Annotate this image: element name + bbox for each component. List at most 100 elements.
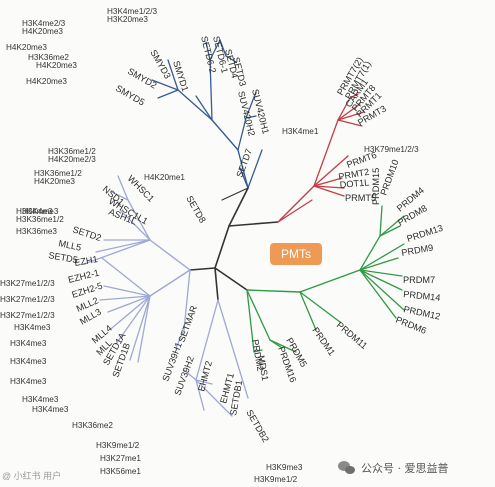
tree-branch — [359, 269, 405, 311]
tree-branch — [359, 269, 403, 277]
trunk-branch — [214, 267, 248, 291]
tree-branch — [137, 295, 151, 363]
tree-branch — [205, 41, 211, 61]
histone-mark-label: H3K36me1/2 — [34, 169, 82, 178]
tree-branch — [111, 191, 129, 201]
histone-mark-label: H3K27me1 — [100, 454, 141, 463]
histone-mark-label: H3K36me1/2 — [48, 147, 96, 156]
histone-mark-label: H3K4me3 — [22, 207, 59, 216]
histone-mark-label: H3K56me1 — [100, 467, 141, 476]
histone-mark-label: H4K20me3 — [22, 27, 63, 36]
histone-mark-label: H3K27me1/2/3 — [0, 279, 55, 288]
tree-branch — [195, 379, 233, 417]
tree-branch — [337, 111, 365, 121]
tree-branch — [313, 185, 345, 197]
wechat-icon — [338, 461, 356, 475]
tree-branch — [221, 187, 249, 201]
tree-branch — [107, 295, 151, 313]
tree-branch — [127, 199, 151, 241]
gene-label: PRDM15 — [371, 168, 381, 205]
tree-branch — [359, 243, 405, 271]
histone-mark-label: H3K4me3 — [10, 357, 47, 366]
tree-branch — [211, 119, 239, 151]
tree-branch — [313, 119, 339, 187]
tree-branch — [246, 289, 255, 353]
tree-branch — [149, 269, 191, 297]
gene-label: PRMT5 — [345, 193, 376, 203]
tree-branch — [195, 379, 213, 385]
tree-branch — [239, 167, 249, 189]
histone-mark-label: H3K9me3 — [266, 463, 303, 472]
tree-branch — [379, 205, 383, 237]
tree-branch — [103, 285, 151, 297]
pmts-center-label: PMTs — [270, 243, 322, 265]
histone-mark-label: H3K9me1/2 — [254, 475, 298, 484]
gene-label: DOT1L — [339, 177, 369, 190]
tree-branch — [111, 295, 151, 329]
trunk-branch — [214, 225, 230, 269]
gene-label: SETD8 — [184, 194, 207, 225]
tree-branch — [245, 91, 257, 119]
gene-label: PRDM9 — [401, 243, 434, 258]
histone-mark-label: H4K20me3 — [34, 177, 75, 186]
tree-branch — [225, 55, 237, 63]
gene-label: SMYD5 — [114, 83, 146, 107]
histone-mark-label: H3K4me3 — [16, 207, 53, 216]
tree-branch — [209, 59, 213, 121]
tree-branch — [246, 289, 271, 341]
tree-branch — [269, 339, 283, 349]
tree-branch — [269, 339, 297, 353]
tree-branch — [175, 329, 185, 349]
tree-branch — [277, 199, 313, 223]
histone-mark-label: H3K4me3 — [10, 339, 47, 348]
tree-branch — [245, 115, 257, 119]
watermark-right-text: 公众号 · 爱思益普 — [361, 462, 449, 475]
tree-branch — [313, 177, 343, 187]
trunk-branch — [214, 267, 219, 301]
histone-mark-label: H3K4me3 — [10, 377, 47, 386]
histone-mark-label: H3K4me2/3 — [22, 19, 66, 28]
trunk-branch — [228, 221, 279, 227]
gene-label: EZH1 — [74, 254, 99, 268]
histone-mark-label: H4K20me3 — [6, 43, 47, 52]
tree-branch — [195, 95, 213, 121]
tree-branch — [359, 269, 397, 319]
histone-mark-label: H3K79me1/2/3 — [364, 145, 419, 154]
tree-branch — [299, 291, 317, 331]
tree-branch — [183, 369, 197, 381]
tree-branch — [237, 149, 249, 189]
gene-label: MDS1 — [256, 355, 270, 382]
tree-branch — [313, 185, 345, 189]
histone-mark-label: H3K4me3 — [14, 323, 51, 332]
watermark-right: 公众号 · 爱思益普 — [338, 460, 449, 476]
tree-branch — [349, 93, 359, 99]
tree-branch — [379, 225, 401, 237]
tree-branch — [217, 299, 249, 399]
histone-mark-label: H3K9me1/2 — [96, 441, 140, 450]
histone-mark-label: H4K20me1 — [144, 173, 185, 182]
gene-label: SMYD2 — [126, 66, 158, 90]
histone-mark-label: H3K4me3 — [22, 395, 59, 404]
tree-branch — [337, 119, 363, 127]
trunk-branch — [189, 267, 216, 271]
tree-branch — [99, 295, 151, 301]
gene-label: SETD2 — [71, 224, 102, 243]
histone-mark-label: H3K4me1 — [282, 127, 319, 136]
tree-branch — [246, 289, 301, 293]
tree-branch — [237, 117, 247, 151]
histone-mark-label: H3K36me2 — [72, 421, 113, 430]
tree-branch — [83, 239, 151, 265]
tree-branch — [299, 291, 341, 323]
histone-mark-label: H3K27me1/2/3 — [0, 295, 55, 304]
histone-mark-label: H4K20me3 — [26, 77, 67, 86]
gene-label: PRDM1 — [310, 325, 337, 357]
histone-mark-label: H4K20me2/3 — [48, 155, 96, 164]
tree-branch — [183, 269, 191, 331]
tree-branch — [337, 103, 361, 121]
tree-branch — [313, 155, 349, 187]
tree-branch — [129, 295, 151, 361]
tree-branch — [337, 97, 351, 121]
histone-mark-label: H4K20me3 — [36, 61, 77, 70]
